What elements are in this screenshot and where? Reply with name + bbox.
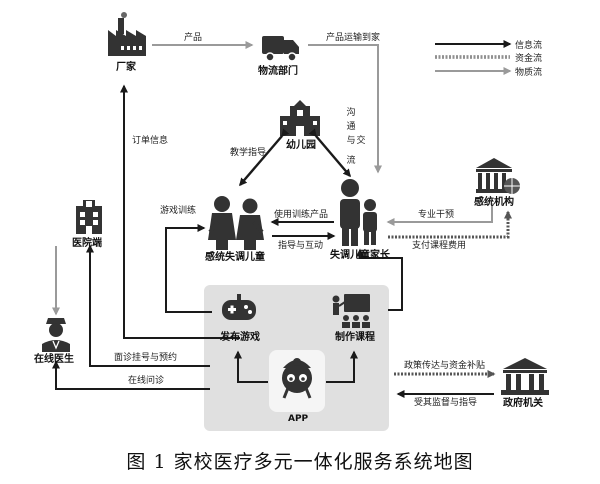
legend-material-label: 物质流 <box>515 68 543 78</box>
edge-teaching-guidance <box>239 128 290 187</box>
parent-icon <box>340 179 377 246</box>
app-mascot-icon <box>269 350 325 412</box>
edge-order-info-label: 订单信息 <box>132 136 169 146</box>
parent-label: 失调儿童家长 <box>330 250 390 261</box>
government-icon <box>501 358 549 395</box>
edge-followup-registration <box>86 244 210 367</box>
figure-caption: 图 1 家校医疗多元一体化服务系统地图 <box>126 451 474 473</box>
edge-communicate <box>308 128 351 178</box>
children-icon <box>208 196 264 250</box>
hospital-icon <box>76 200 102 234</box>
edge-professional-intervention-label: 专业干预 <box>418 210 455 220</box>
doctor-label: 在线医生 <box>34 354 74 365</box>
factory-icon <box>108 12 146 56</box>
truck-icon <box>262 36 299 62</box>
edge-course-parent <box>356 248 403 311</box>
doctor-icon <box>42 318 70 352</box>
edge-communicate-label-4: 交 <box>356 136 366 146</box>
edge-teaching-guidance-label: 教学指导 <box>230 148 267 158</box>
edge-guide-interact-label: 指导与互动 <box>278 241 324 251</box>
publish-game-label: 发布游戏 <box>220 332 260 343</box>
app-label: APP <box>288 414 309 424</box>
edge-app-course <box>326 350 358 383</box>
kindergarten-icon <box>280 100 320 136</box>
make-course-label: 制作课程 <box>335 332 375 343</box>
edge-policy-subsidy-label: 政策传达与资金补贴 <box>404 361 486 371</box>
edge-communicate-label-3: 与 <box>346 136 356 146</box>
edge-use-training-product-label: 使用训练产品 <box>274 210 329 220</box>
hospital-label: 医院端 <box>72 238 102 249</box>
edge-game-training-label: 游戏训练 <box>160 206 197 216</box>
institution-icon <box>476 158 520 194</box>
edge-pay-course-fee-label: 支付课程费用 <box>412 241 467 251</box>
factory-label: 厂家 <box>116 62 136 73</box>
gamepad-icon <box>222 294 256 320</box>
edge-pay-course-fee <box>388 210 512 239</box>
legend-capital-label: 资金流 <box>515 54 543 64</box>
edge-communicate-label-1: 沟 <box>346 108 356 118</box>
child-label: 感统失调儿童 <box>205 252 265 263</box>
edge-product-delivery <box>308 44 382 174</box>
edge-supervise-guide-label: 受其监督与指导 <box>414 398 478 408</box>
edge-game-training <box>165 224 212 313</box>
course-board-icon <box>332 294 370 328</box>
edge-product-label: 产品 <box>184 33 203 43</box>
logistics-label: 物流部门 <box>258 66 298 77</box>
edge-communicate-label-5: 流 <box>346 156 356 166</box>
legend-info-label: 信息流 <box>515 41 543 51</box>
kindergarten-label: 幼儿园 <box>286 140 316 151</box>
edge-product-delivery-label: 产品运输到家 <box>326 33 381 43</box>
legend <box>435 40 512 75</box>
edge-app-game <box>234 350 268 383</box>
government-label: 政府机关 <box>503 398 543 409</box>
institution-label: 感统机构 <box>474 197 514 208</box>
edge-professional-intervention <box>386 205 493 226</box>
edge-order-info <box>120 84 240 339</box>
edge-communicate-label-2: 通 <box>346 122 356 132</box>
edge-followup-registration-label: 面诊挂号与预约 <box>114 353 178 363</box>
edge-online-consult <box>52 360 210 390</box>
edge-online-consult-label: 在线问诊 <box>128 376 165 386</box>
